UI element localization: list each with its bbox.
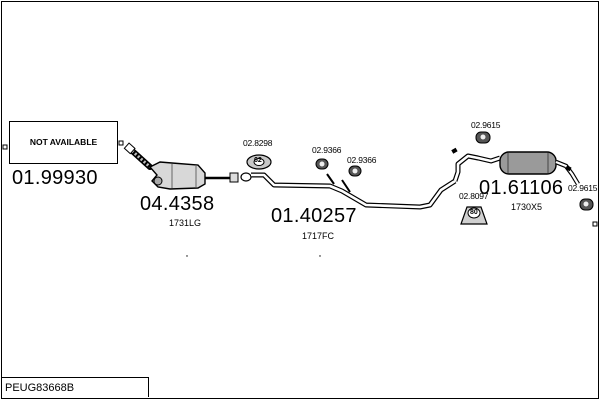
fitting-badge-f1: 62 (254, 157, 262, 164)
part-number-p3[interactable]: 01.40257 (271, 205, 357, 227)
not-available-label: NOT AVAILABLE (29, 137, 98, 147)
kit-code-box: PEUG83668B (1, 377, 149, 397)
fitting-number-f4[interactable]: 02.9615 (471, 120, 501, 130)
catalytic-converter (148, 161, 230, 190)
edge-marker-left (2, 144, 8, 150)
rear-silencer (451, 147, 580, 186)
part-ref-p4: 1730X5 (511, 202, 543, 212)
fitting-f5-hardware (460, 206, 488, 225)
front-pipe-flex (123, 142, 153, 170)
edge-marker-right (592, 221, 598, 227)
fitting-number-f3[interactable]: 02.9366 (347, 155, 377, 165)
fitting-f2-hardware (315, 158, 329, 170)
fitting-number-f5[interactable]: 02.8097 (459, 191, 489, 201)
not-available-box: NOT AVAILABLE (9, 121, 118, 164)
edge-marker-na (118, 140, 124, 146)
part-number-p2[interactable]: 04.4358 (140, 193, 215, 215)
fitting-number-f2[interactable]: 02.9366 (312, 145, 342, 155)
fitting-f4-hardware (475, 131, 491, 144)
part-ref-p2: 1731LG (169, 218, 202, 228)
part-number-p1[interactable]: 01.99930 (12, 167, 98, 189)
kit-code-label: PEUG83668B (5, 382, 75, 394)
part-number-p4[interactable]: 01.61106 (479, 177, 564, 199)
part-ref-p3: 1717FC (302, 231, 335, 241)
fitting-badge-f5: 80 (470, 209, 478, 216)
fitting-f6-hardware (579, 198, 594, 211)
fitting-f3-hardware (348, 165, 362, 177)
fitting-number-f6[interactable]: 02.9615 (568, 183, 598, 193)
fitting-f1-hardware (246, 154, 272, 170)
middle-pipe (229, 172, 457, 210)
fitting-number-f1[interactable]: 02.8298 (243, 138, 273, 148)
